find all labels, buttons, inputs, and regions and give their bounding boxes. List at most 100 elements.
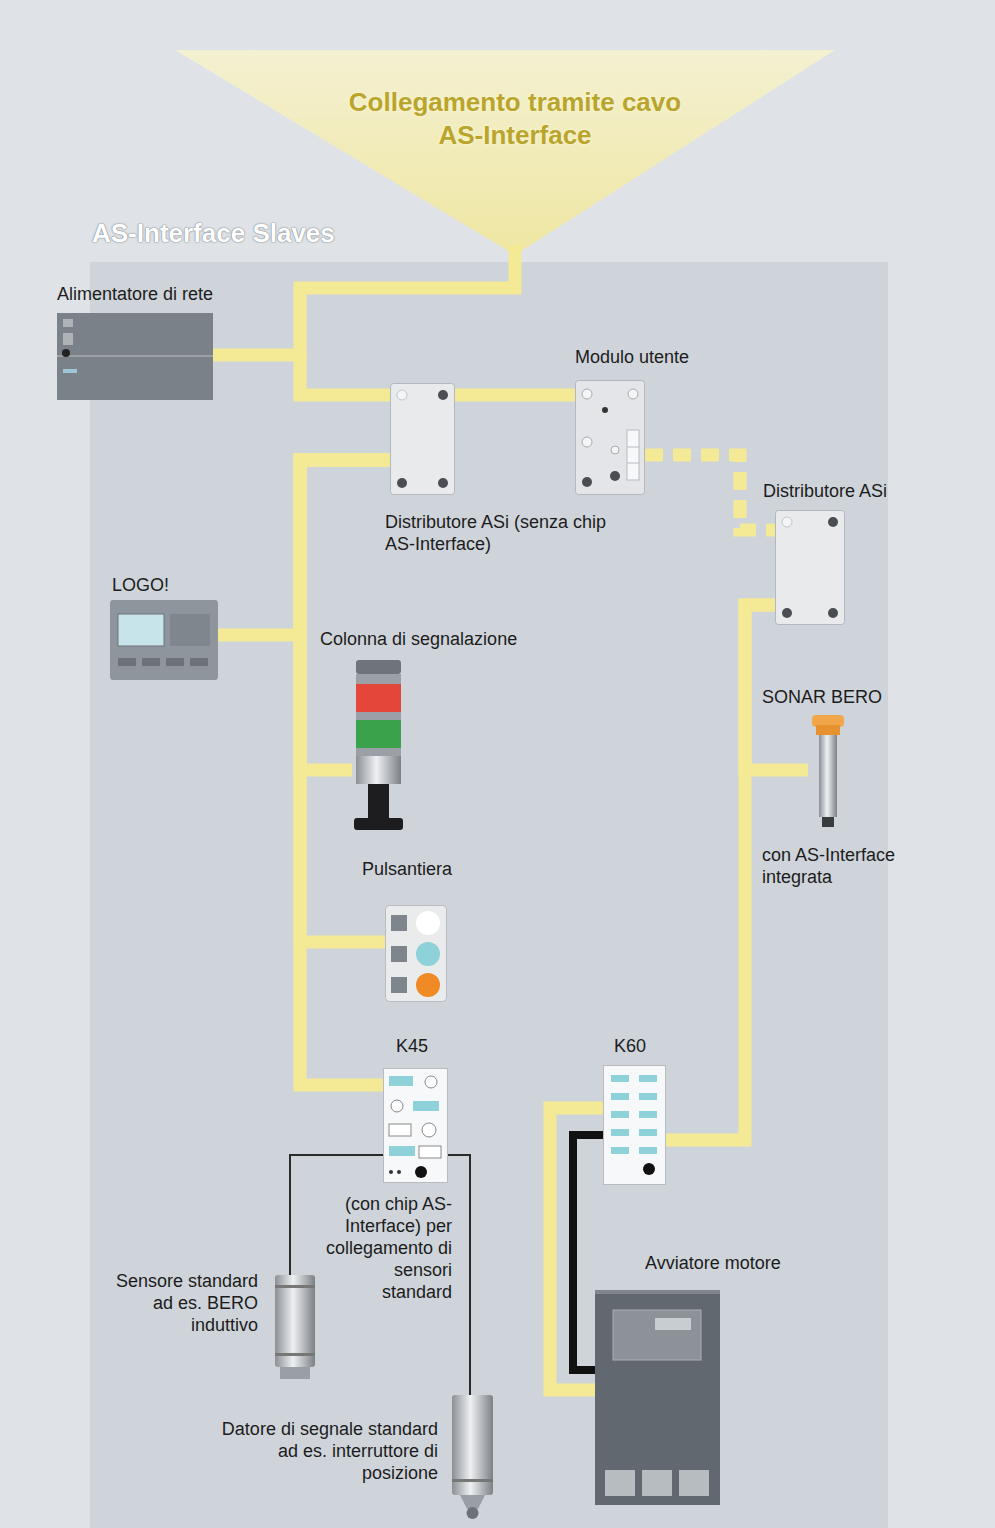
device-part — [142, 658, 160, 666]
device-part — [280, 1367, 310, 1379]
device-part — [416, 942, 440, 966]
asi-cable — [213, 355, 390, 395]
device-part — [627, 430, 639, 480]
asi-cable — [645, 455, 775, 530]
device-part — [391, 977, 407, 993]
device-part — [611, 446, 619, 454]
device-label: K60 — [614, 1036, 674, 1058]
group-label: AS-Interface Slaves — [92, 218, 335, 249]
device-part — [356, 660, 401, 674]
device-part — [611, 1075, 657, 1154]
device-part — [611, 1093, 629, 1100]
trunk-cable — [300, 245, 515, 362]
device-part — [356, 674, 401, 684]
device-label: SONAR BERO — [762, 687, 922, 709]
device-part — [642, 1470, 672, 1496]
device-part — [389, 1146, 415, 1156]
device-part — [391, 915, 407, 931]
device-part — [275, 1353, 315, 1356]
inductive-sensor: Sensore standard ad es. BERO induttivo — [272, 1275, 318, 1380]
device-part — [828, 517, 838, 527]
device-part — [166, 658, 184, 666]
device-part — [63, 319, 73, 327]
device-part — [422, 1123, 436, 1137]
device-part — [397, 390, 407, 400]
device-label: Datore di segnale standard ad es. interr… — [208, 1419, 438, 1485]
asi-distributor-picture — [390, 383, 455, 495]
device-part — [611, 1129, 629, 1136]
position-switch: Datore di segnale standard ad es. interr… — [450, 1395, 495, 1520]
signal-tower-picture — [352, 660, 405, 835]
device-part — [611, 1075, 629, 1082]
device-part — [828, 608, 838, 618]
device-label: Distributore ASi — [763, 481, 943, 503]
device-part — [782, 608, 792, 618]
device-label: Alimentatore di rete — [57, 284, 277, 306]
user-module-picture — [575, 380, 645, 495]
device-part — [611, 1111, 629, 1118]
k45-module: K45(con chip AS-Interface) per collegame… — [383, 1068, 448, 1183]
device-label: LOGO! — [112, 575, 232, 597]
user-module: Modulo utente — [575, 380, 645, 495]
device-part — [275, 1285, 315, 1288]
device-part — [604, 1066, 666, 1185]
device-part — [655, 1318, 691, 1330]
device-part — [611, 1147, 629, 1154]
device-part — [413, 1101, 439, 1111]
slaves-panel — [90, 262, 888, 1528]
device-part — [419, 1146, 441, 1158]
device-part — [452, 1479, 493, 1482]
sonar-sensor-picture — [808, 715, 848, 830]
device-part — [613, 1310, 701, 1360]
device-part — [639, 1093, 657, 1100]
device-part — [602, 407, 608, 413]
device-part — [356, 756, 401, 784]
asi-distributor-picture — [775, 510, 845, 625]
device-part — [356, 684, 401, 712]
asi-cable — [455, 389, 575, 402]
motor-starter-picture — [595, 1290, 720, 1505]
device-part — [354, 818, 403, 830]
device-label: K45 — [396, 1036, 456, 1058]
device-note: con AS-Interface integrata — [762, 845, 922, 889]
asi-distributor: Distributore ASi — [775, 510, 845, 625]
device-part — [438, 390, 448, 400]
inductive-sensor-picture — [272, 1275, 318, 1380]
device-note: (con chip AS-Interface) per collegamento… — [320, 1194, 452, 1304]
device-part — [386, 906, 447, 1002]
device-label: Modulo utente — [575, 347, 755, 369]
device-part — [389, 1076, 413, 1086]
device-label: Colonna di segnalazione — [320, 629, 580, 651]
device-label: Sensore standard ad es. BERO induttivo — [98, 1271, 258, 1337]
device-part — [605, 1470, 635, 1496]
device-part — [425, 1076, 437, 1088]
device-part — [639, 1111, 657, 1118]
device-part — [391, 384, 455, 495]
push-button-box-picture — [385, 905, 447, 1002]
sonar-sensor: SONAR BEROcon AS-Interface integrata — [808, 715, 848, 830]
device-label: Avviatore motore — [645, 1253, 845, 1275]
device-part — [389, 1170, 393, 1174]
device-part — [356, 748, 401, 756]
device-part — [110, 600, 218, 680]
device-part — [627, 463, 639, 464]
device-part — [822, 817, 834, 827]
motor-starter: Avviatore motore — [595, 1290, 720, 1505]
device-part — [384, 1069, 448, 1183]
device-part — [170, 614, 210, 646]
device-part — [415, 1166, 427, 1178]
device-part — [118, 614, 164, 646]
device-part — [467, 1507, 479, 1519]
device-part — [63, 333, 73, 345]
device-label: Pulsantiera — [362, 859, 502, 881]
device-part — [782, 517, 792, 527]
device-part — [118, 658, 136, 666]
k60-module-picture — [603, 1065, 666, 1185]
logo-controller: LOGO! — [110, 600, 218, 680]
device-part — [356, 720, 401, 748]
device-part — [639, 1147, 657, 1154]
device-part — [595, 1290, 720, 1505]
device-part — [190, 658, 208, 666]
